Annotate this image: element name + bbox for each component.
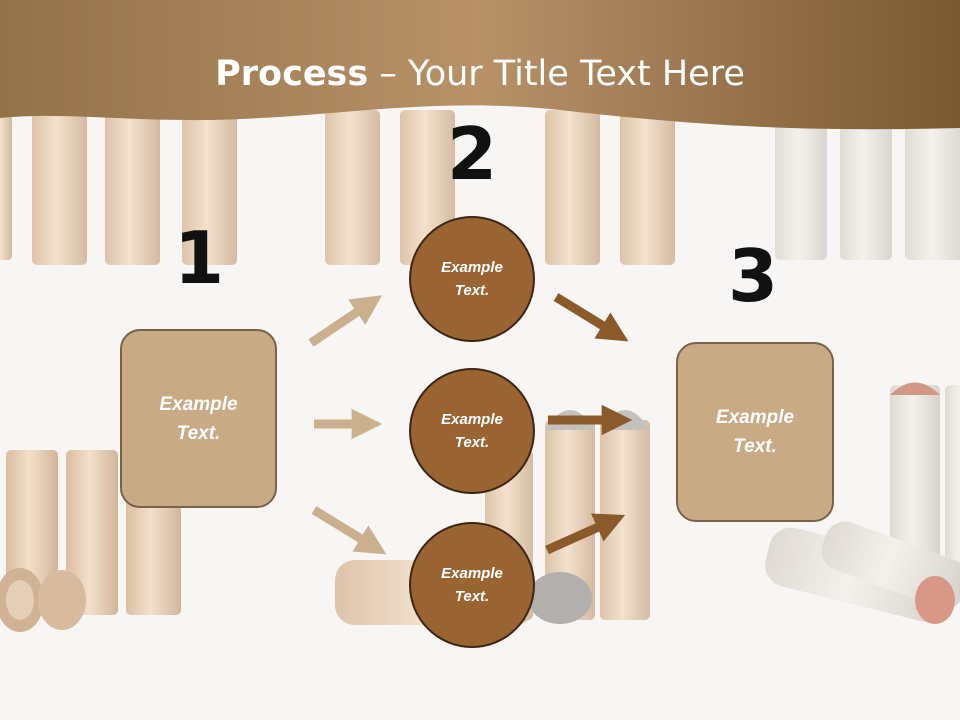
circle-middle-text: Example Text.: [441, 411, 503, 451]
step-number-2: 2: [446, 112, 498, 196]
step-2-circle-bottom[interactable]: Example Text.: [409, 522, 535, 648]
circle-top-text: Example Text.: [441, 259, 503, 299]
circle-bottom-text: Example Text.: [441, 565, 503, 605]
step-2-circle-middle[interactable]: Example Text.: [409, 368, 535, 494]
step-1-box[interactable]: Example Text.: [120, 329, 277, 508]
title-bold-part: Process: [215, 54, 369, 94]
title-rest-part: – Your Title Text Here: [368, 54, 745, 94]
step-3-box[interactable]: Example Text.: [676, 342, 834, 522]
step-number-1: 1: [173, 216, 225, 300]
slide-title: Process – Your Title Text Here: [0, 52, 960, 96]
arrow-from-top-circle: [553, 293, 629, 342]
step-number-3: 3: [727, 234, 779, 318]
step-2-circle-top[interactable]: Example Text.: [409, 216, 535, 342]
arrow-to-bottom-circle: [311, 506, 387, 555]
step-3-box-text: Example Text.: [715, 407, 795, 457]
arrow-to-top-circle: [308, 295, 383, 347]
step-1-box-text: Example Text.: [159, 393, 238, 444]
arrow-from-bottom-circle: [545, 513, 626, 555]
